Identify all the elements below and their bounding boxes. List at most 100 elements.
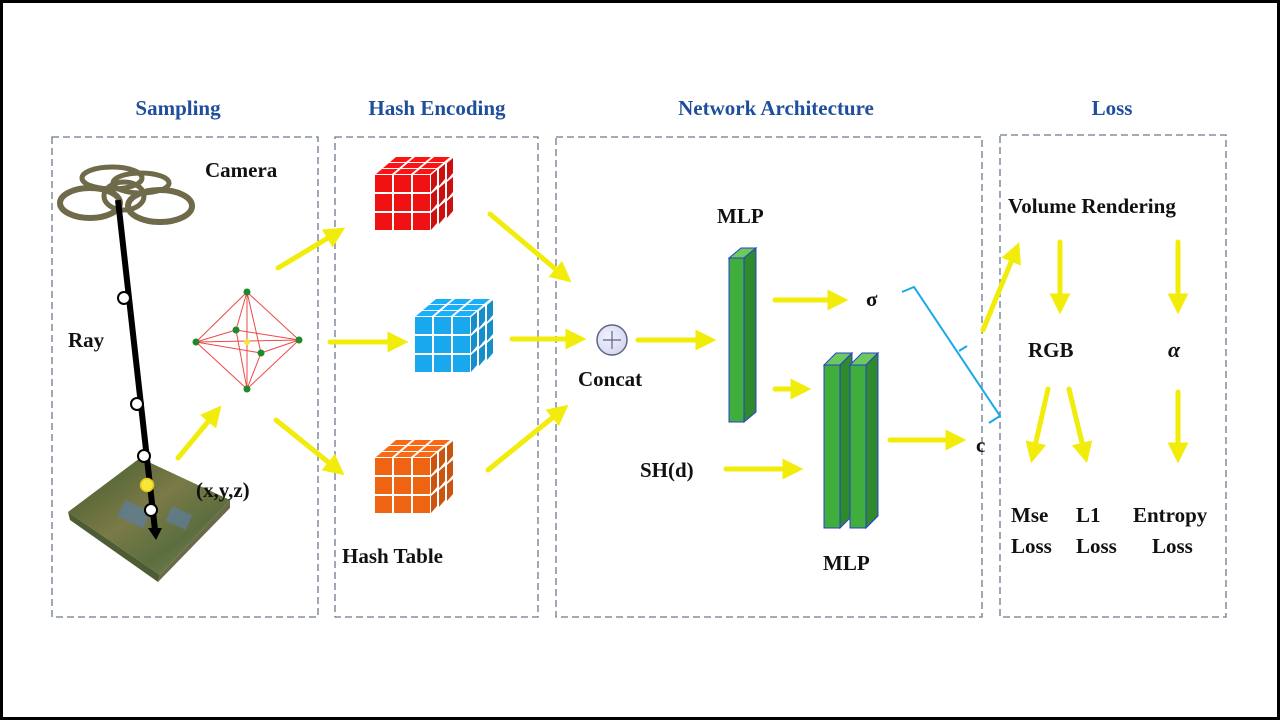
mlp-bottom-label: MLP [823, 551, 870, 575]
cube-cell [376, 169, 398, 174]
cube-cell [447, 177, 453, 199]
mse-loss-label-line2: Loss [1011, 534, 1052, 558]
mse-loss-label-line1: Mse [1011, 503, 1048, 527]
cube-cell [439, 485, 445, 507]
cube-cell [430, 299, 452, 304]
cube-cell [415, 355, 432, 372]
cube-cell [394, 496, 411, 513]
rgb-label: RGB [1028, 338, 1074, 362]
section-title-sampling: Sampling [135, 96, 221, 120]
cube-cell [449, 299, 471, 304]
cube-cell [390, 440, 412, 445]
cube-cell [394, 458, 411, 475]
cube-cell [415, 336, 432, 353]
panel-network-architecture [555, 136, 983, 618]
cube-cell [375, 496, 392, 513]
panel-loss [999, 134, 1227, 618]
cube-cell [468, 299, 490, 304]
orange-hash-cube-icon [375, 440, 453, 513]
cube-cell [435, 311, 457, 316]
entropy-loss-label-line1: Entropy [1133, 503, 1208, 527]
cube-cell [431, 491, 437, 513]
cube-cell [471, 350, 477, 372]
sample-point-icon [144, 503, 158, 517]
cube-cell [413, 194, 430, 211]
cube-cell [375, 213, 392, 230]
cube-cell [453, 355, 470, 372]
cube-cell [413, 496, 430, 513]
cube-cell [390, 157, 412, 162]
cube-cell [376, 452, 398, 457]
cube-cell [453, 317, 470, 334]
camera-rings-icon [57, 164, 195, 225]
section-title-network-architecture: Network Architecture [678, 96, 874, 120]
cube-cell [487, 319, 493, 341]
mlp-top-label: MLP [717, 204, 764, 228]
sample-point-icon [130, 397, 144, 411]
cube-cell [428, 157, 450, 162]
cube-cell [439, 164, 445, 186]
mlp-top-block [727, 246, 758, 424]
cube-cell [383, 446, 405, 451]
cube-cell [447, 460, 453, 482]
cube-cell [439, 447, 445, 469]
cube-cell [421, 446, 443, 451]
octahedron-vertices [192, 288, 303, 393]
cube-cell [402, 163, 424, 168]
ray-label: Ray [68, 328, 105, 352]
cube-cell [453, 336, 470, 353]
hash-table-label: Hash Table [342, 544, 443, 568]
cube-cell [447, 158, 453, 180]
cube-cell [413, 477, 430, 494]
section-title-loss: Loss [1092, 96, 1133, 120]
cube-cell [423, 305, 445, 310]
cube-cell [442, 305, 464, 310]
sh-direction-label: SH(d) [640, 458, 694, 482]
entropy-loss-label-line2: Loss [1152, 534, 1193, 558]
cube-cell [421, 163, 443, 168]
blue-hash-cube-icon [415, 299, 493, 372]
camera-label: Camera [205, 158, 278, 182]
cube-cell [394, 477, 411, 494]
arrow-point-to-octahedron [175, 405, 222, 461]
l1-loss-label-line1: L1 [1076, 503, 1101, 527]
cube-cell [409, 157, 431, 162]
cube-cell [413, 175, 430, 192]
cube-cell [416, 311, 438, 316]
arrow-to-orange-cube [273, 417, 345, 476]
cube-cell [447, 479, 453, 501]
interpolated-point-icon [244, 339, 250, 345]
panel-sampling [51, 136, 319, 618]
cube-cell [434, 355, 451, 372]
cube-cell [431, 189, 437, 211]
sample-point-icon [117, 291, 131, 305]
point-coordinate-label: (x,y,z) [196, 478, 250, 502]
cube-cell [375, 477, 392, 494]
cube-cell [413, 213, 430, 230]
cube-cell [439, 183, 445, 205]
cube-cell [395, 169, 417, 174]
cube-cell [454, 311, 476, 316]
cube-cell [439, 466, 445, 488]
cube-cell [414, 169, 436, 174]
arrow-to-volume-rendering [980, 242, 1021, 333]
cube-cell [394, 213, 411, 230]
cube-cell [394, 194, 411, 211]
cube-cell [375, 458, 392, 475]
sample-point-icon [137, 449, 151, 463]
cube-cell [447, 196, 453, 218]
cube-cell [447, 441, 453, 463]
cube-cell [415, 317, 432, 334]
section-title-hash-encoding: Hash Encoding [368, 96, 506, 120]
arrow-rgb-to-l1 [1066, 386, 1093, 464]
cube-cell [487, 300, 493, 322]
ray-line-icon [115, 199, 162, 540]
cube-cell [414, 452, 436, 457]
arrow-rgb-to-mse [1025, 386, 1051, 464]
query-point-icon [139, 477, 155, 493]
octahedron-grid-icon [195, 291, 300, 390]
cube-cell [479, 325, 485, 347]
cube-cell [428, 440, 450, 445]
